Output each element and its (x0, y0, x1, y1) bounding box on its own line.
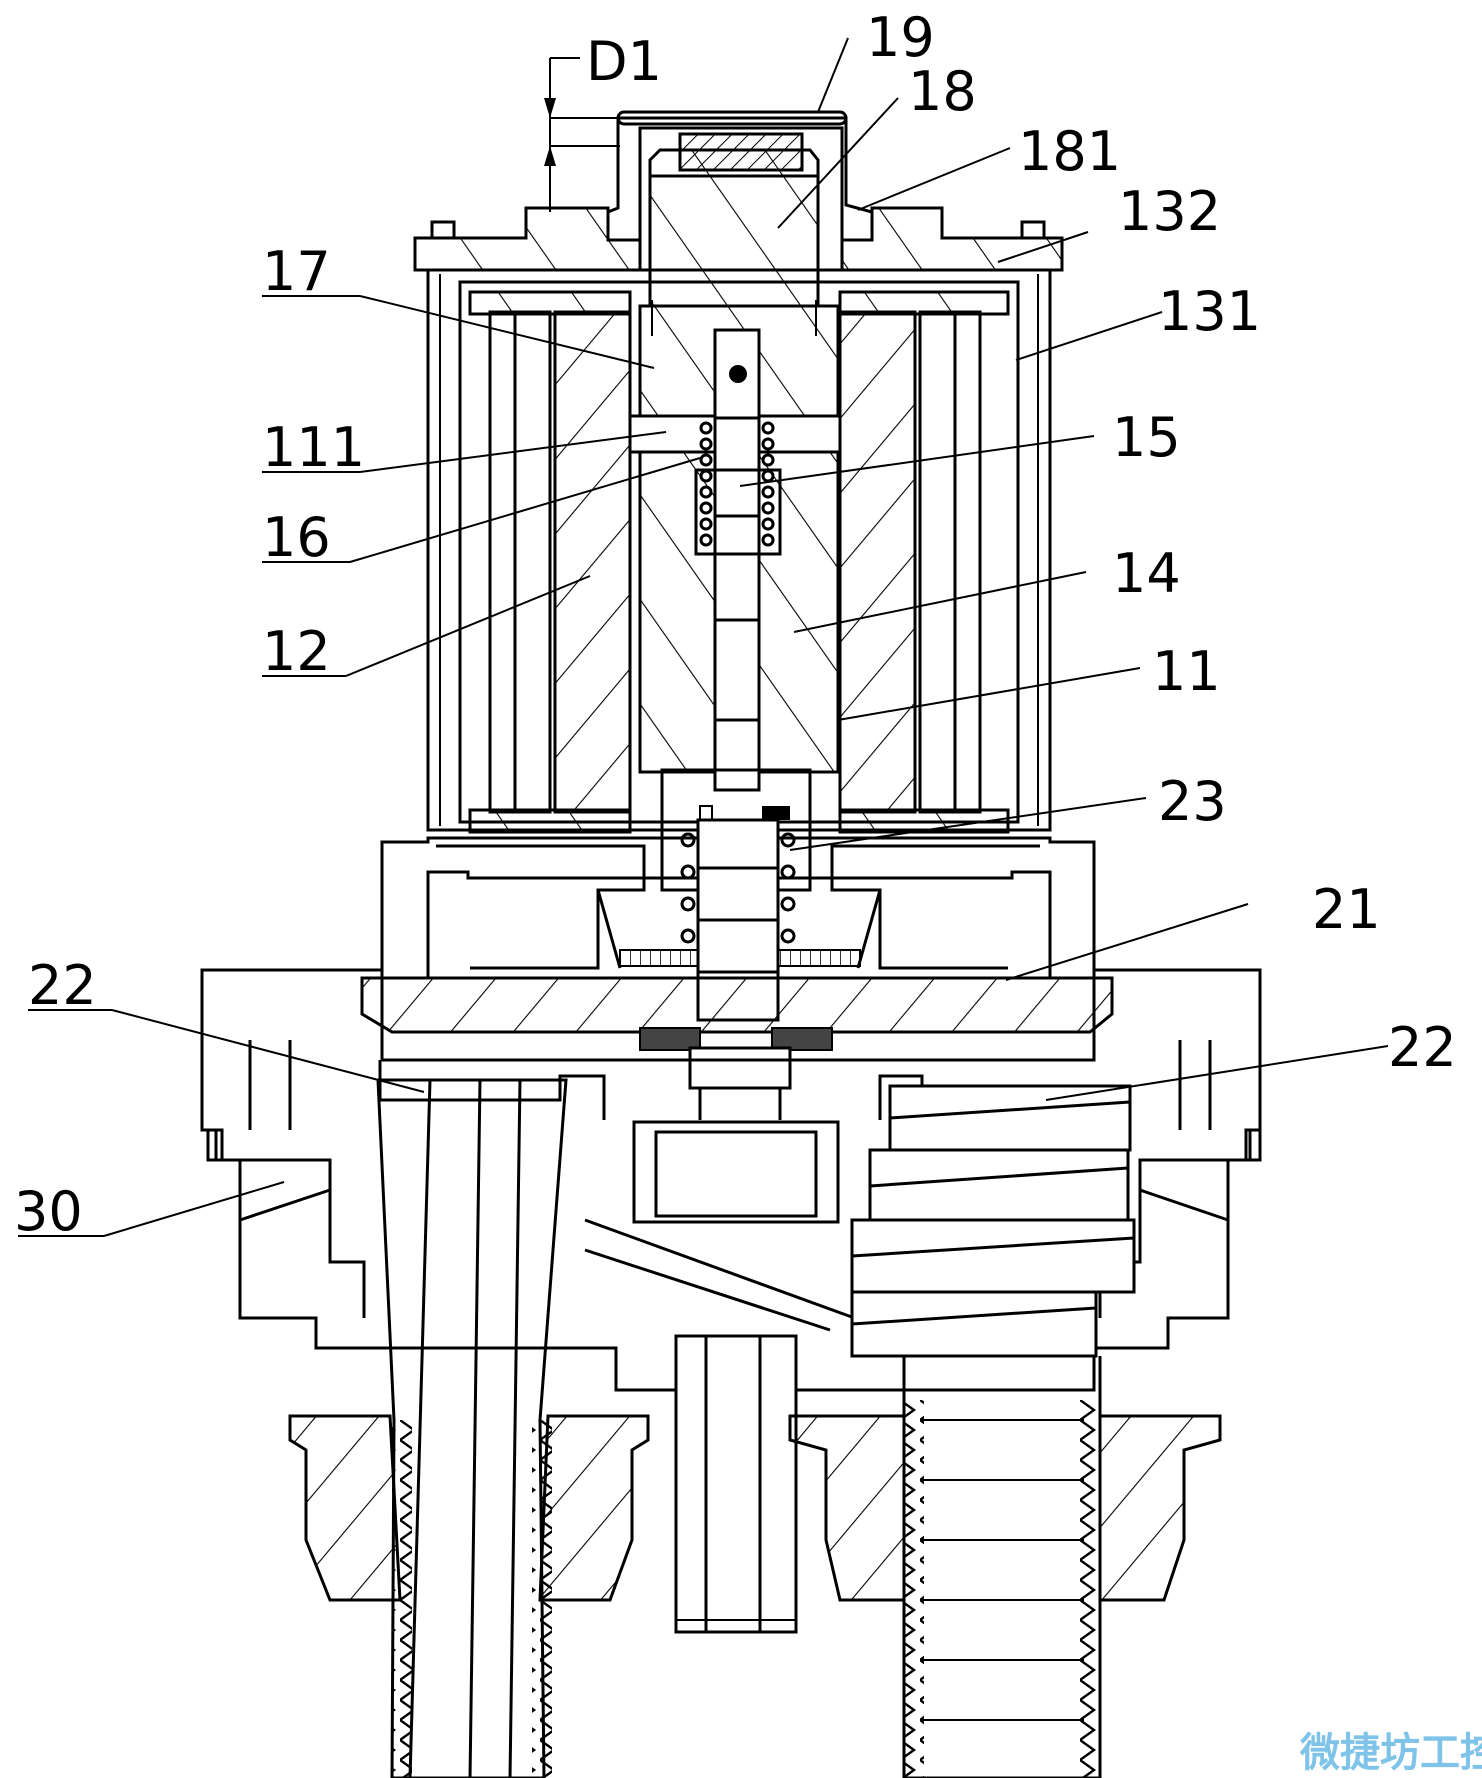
diaphragm-part-21 (360, 976, 1114, 1120)
watermark-text: 微捷坊工控网 (1299, 1730, 1482, 1776)
label-111: 111 (262, 416, 365, 479)
label-131: 131 (1158, 280, 1261, 343)
label-22-left: 22 (28, 954, 97, 1017)
spring-part-16 (694, 421, 782, 556)
label-21: 21 (1312, 878, 1381, 941)
label-132: 132 (1118, 180, 1221, 243)
coil-housing-part-131 (426, 268, 1052, 832)
label-23: 23 (1158, 770, 1227, 833)
label-12: 12 (262, 620, 331, 683)
center-outlet-stem (674, 1334, 798, 1634)
left-nut (288, 1414, 650, 1602)
label-17: 17 (262, 240, 331, 303)
dimension-d1 (544, 57, 620, 212)
coil-winding-right (838, 290, 1010, 834)
inlet-pipe-left-part-22 (376, 1078, 568, 1778)
label-15: 15 (1112, 406, 1181, 469)
label-16: 16 (262, 506, 331, 569)
leader-lines (18, 37, 1389, 1237)
label-11: 11 (1152, 640, 1221, 703)
push-rod-part-15 (713, 328, 761, 792)
coil-winding-part-12 (468, 290, 632, 834)
label-14: 14 (1112, 542, 1181, 605)
upper-flange-part-132 (413, 206, 1064, 272)
label-22-right: 22 (1388, 1016, 1457, 1079)
right-nut (788, 1414, 1222, 1602)
part-labels: D1 19 18 181 132 131 17 111 15 16 14 12 … (14, 6, 1457, 1243)
label-d1: D1 (586, 30, 662, 93)
label-18: 18 (908, 60, 977, 123)
label-30: 30 (14, 1180, 83, 1243)
label-181: 181 (1018, 120, 1121, 183)
label-19: 19 (866, 6, 935, 69)
